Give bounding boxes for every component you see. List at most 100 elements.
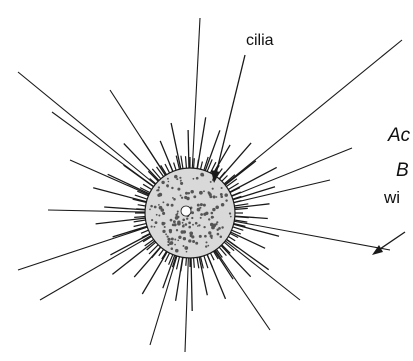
spine — [142, 250, 168, 294]
granule — [203, 190, 205, 192]
cilium — [232, 227, 244, 231]
granule — [215, 206, 219, 210]
cilium — [181, 156, 183, 170]
granule — [197, 204, 200, 207]
granule — [154, 226, 156, 228]
granule — [212, 216, 214, 218]
cilium — [197, 257, 199, 269]
central-nucleus — [181, 206, 191, 216]
granule — [200, 173, 204, 177]
granule — [161, 181, 164, 184]
granule — [180, 230, 184, 234]
granule — [200, 203, 203, 206]
granule — [177, 239, 179, 241]
granule — [212, 224, 216, 228]
granule — [174, 244, 176, 246]
granule — [195, 242, 198, 245]
granule — [220, 195, 223, 198]
granule — [166, 235, 168, 237]
granule — [191, 211, 194, 214]
granule — [177, 188, 180, 191]
granule — [221, 187, 223, 189]
cut-text-line-1: Ac — [388, 125, 410, 147]
granule — [230, 216, 232, 218]
granule — [177, 210, 179, 212]
granule — [169, 229, 172, 232]
cilia-pointer-line — [216, 55, 245, 174]
spine — [213, 249, 233, 279]
granule — [167, 185, 169, 187]
granule — [170, 219, 173, 222]
granule — [195, 222, 198, 225]
cut-text-line-2: B — [396, 160, 409, 182]
axopodium — [230, 221, 390, 251]
granule — [221, 226, 223, 228]
granule — [179, 177, 181, 179]
granule — [164, 226, 166, 228]
side-pointer-line — [377, 232, 405, 251]
granule — [203, 226, 205, 228]
granule — [204, 235, 207, 238]
granule — [182, 225, 185, 228]
granule — [220, 193, 223, 196]
granule — [193, 178, 195, 180]
granule — [157, 194, 160, 197]
cilium — [194, 158, 195, 169]
granule — [158, 186, 160, 188]
granule — [212, 188, 214, 190]
granule — [167, 178, 169, 180]
granule — [174, 239, 176, 241]
granule — [172, 224, 175, 227]
granule — [156, 214, 158, 216]
cilium — [204, 255, 208, 268]
granule — [161, 208, 165, 212]
cilium — [134, 223, 148, 226]
cilium — [234, 208, 248, 209]
granule — [193, 195, 196, 198]
granule — [188, 221, 191, 224]
granule — [185, 192, 188, 195]
granule — [175, 249, 179, 253]
granule — [162, 212, 165, 215]
granule — [224, 193, 228, 197]
spine — [171, 123, 181, 171]
axopodium — [18, 226, 151, 270]
granule — [151, 226, 153, 228]
cut-text-line-3: wi — [384, 188, 400, 208]
granule — [174, 224, 176, 226]
cilium — [134, 217, 146, 218]
granule — [212, 208, 215, 211]
granule — [168, 181, 170, 183]
granule — [229, 212, 231, 214]
granule — [190, 190, 193, 193]
cilium — [149, 244, 159, 254]
granule — [171, 187, 173, 189]
granule — [181, 197, 183, 199]
axopodium — [150, 252, 178, 345]
granule — [203, 213, 206, 216]
cilium — [231, 192, 241, 196]
cilium — [165, 164, 170, 174]
granule — [167, 238, 170, 241]
cilium — [134, 227, 148, 232]
granule — [173, 220, 176, 223]
granule — [154, 206, 157, 209]
granule — [217, 233, 220, 236]
cilium — [194, 257, 195, 268]
axopodium — [185, 254, 189, 352]
granule — [166, 203, 169, 206]
granule — [156, 189, 158, 191]
granule — [180, 182, 183, 185]
granule — [180, 195, 182, 197]
granule — [208, 218, 210, 220]
granule — [191, 217, 193, 219]
granule — [151, 219, 153, 221]
granule — [174, 175, 178, 179]
axopodium — [228, 148, 352, 198]
granule — [199, 235, 202, 238]
axopodium — [222, 40, 402, 187]
spine — [113, 226, 149, 237]
granule — [207, 245, 209, 247]
granule — [176, 178, 178, 180]
